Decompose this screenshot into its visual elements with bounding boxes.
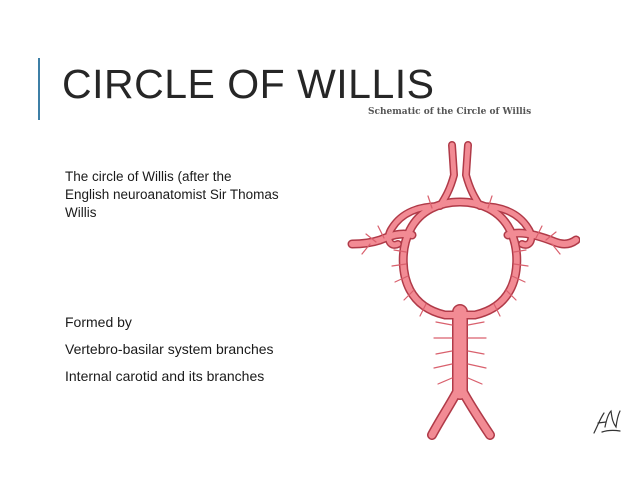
left-anterior-branch [386, 142, 457, 248]
intro-line-3: Willis [65, 205, 97, 220]
right-mca-twig-2 [545, 231, 557, 241]
left-mca-twig-2 [365, 233, 377, 243]
intro-line-1: The circle of Willis (after the [65, 169, 232, 184]
ring-perforator-right-1 [513, 249, 527, 253]
basilar-pontine-right-1 [467, 321, 485, 326]
slide-title: CIRCLE OF WILLIS [62, 61, 435, 107]
left-middle-cerebral [349, 230, 415, 247]
right-anterior-branch [463, 142, 534, 248]
basilar-pontine-left-3 [435, 350, 453, 355]
small-branches [361, 195, 561, 385]
ring-perforator-right-2 [513, 263, 529, 267]
basilar-pontine-left-4 [433, 363, 453, 369]
ring-perforator-right-3 [511, 275, 526, 283]
title-accent-bar [38, 58, 40, 120]
ring-perforator-left-2 [391, 263, 407, 267]
basilar-pontine-right-3 [467, 350, 485, 355]
basilar-pontine-right-4 [467, 363, 487, 369]
figure-caption: Schematic of the Circle of Willis [368, 107, 532, 117]
ring-perforator-left-5 [419, 303, 427, 317]
right-mca-twig-1 [535, 225, 543, 239]
right-middle-cerebral [505, 230, 579, 247]
left-vertebral [428, 386, 462, 439]
right-vertebral [458, 386, 494, 439]
intro-text: The circle of Willis (after the English … [65, 168, 355, 222]
formed-by-item-vertebro-basilar: Vertebro-basilar system branches [65, 341, 274, 357]
basilar-pontine-left-1 [435, 321, 453, 326]
ring-perforator-top-1 [427, 195, 433, 209]
left-mca-twig-3 [361, 243, 371, 255]
right-mca-twig-3 [551, 243, 561, 255]
ring-perforator-right-5 [493, 303, 501, 317]
artist-signature-icon [593, 409, 621, 434]
ring-perforator-left-1 [393, 249, 407, 253]
ring-perforator-left-4 [403, 289, 415, 301]
formed-by-item-internal-carotid: Internal carotid and its branches [65, 368, 265, 384]
intro-line-2: English neuroanatomist Sir Thomas [65, 187, 279, 202]
artery-fills [349, 142, 579, 439]
ring-perforator-left-3 [394, 275, 409, 283]
basilar-pontine-left-5 [437, 377, 453, 385]
circle-of-willis-diagram [347, 141, 580, 440]
basilar-pontine-right-5 [467, 377, 483, 385]
ring-perforator-top-2 [487, 195, 493, 209]
formed-by-heading: Formed by [65, 314, 132, 330]
ring-perforator-right-4 [505, 289, 517, 301]
formed-by-list: Formed by Vertebro-basilar system branch… [65, 313, 355, 394]
left-mca-twig-1 [377, 225, 385, 239]
